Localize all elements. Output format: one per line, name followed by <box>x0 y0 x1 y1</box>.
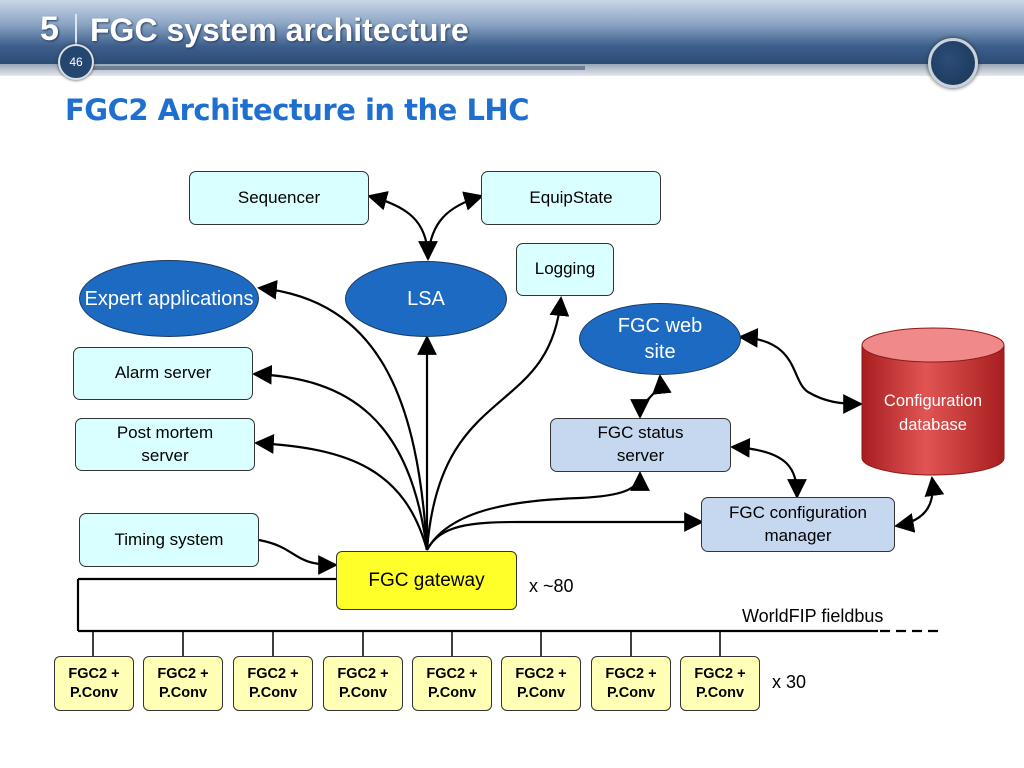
arrow-gateway-alarm <box>252 364 429 551</box>
corner-decoration-dot <box>928 38 978 88</box>
configuration-database-cylinder <box>861 327 1005 476</box>
fgc2-unit-6: FGC2 + P.Conv <box>501 656 581 711</box>
arrow-gateway-logging <box>425 296 570 551</box>
lsa-ellipse: LSA <box>345 261 507 337</box>
fgc2-unit-3: FGC2 + P.Conv <box>233 656 313 711</box>
arrow-gateway-status <box>426 471 650 551</box>
arrow-timing-gateway <box>258 538 338 575</box>
fieldbus-label: WorldFIP fieldbus <box>742 606 884 626</box>
arrow-status-configmgr <box>730 438 807 499</box>
section-title: FGC system architecture <box>90 12 469 48</box>
fgc2-unit-1: FGC2 + P.Conv <box>54 656 134 711</box>
arrow-website-status <box>630 374 672 419</box>
arrow-website-database <box>738 328 863 414</box>
fgc2-unit-8: FGC2 + P.Conv <box>680 656 760 711</box>
fgc2-multiplicity-label: x 30 <box>772 672 807 692</box>
fgc-configuration-manager-box: FGC configuration manager <box>701 497 895 552</box>
alarm-server-box: Alarm server <box>73 347 253 400</box>
fgc-gateway-box: FGC gateway <box>336 551 517 610</box>
gateway-multiplicity-label: x ~80 <box>529 576 574 596</box>
fgc2-unit-2: FGC2 + P.Conv <box>143 656 223 711</box>
arrow-configmgr-database <box>894 476 945 533</box>
section-separator <box>75 14 77 48</box>
fgc2-unit-7: FGC2 + P.Conv <box>591 656 671 711</box>
fieldbus-drops <box>92 631 721 656</box>
fgc-status-server-box: FGC status server <box>550 418 731 472</box>
fgc-web-site-ellipse: FGC web site <box>579 303 741 375</box>
slide-header <box>0 0 1024 66</box>
header-underline <box>60 66 585 70</box>
section-number: 5 <box>40 10 59 48</box>
page-number-badge: 46 <box>58 44 94 80</box>
slide-title: FGC2 Architecture in the LHC <box>65 93 529 127</box>
arrow-gateway-expert <box>257 279 429 551</box>
configuration-database-label: Configuration database <box>883 392 983 434</box>
fgc2-unit-4: FGC2 + P.Conv <box>323 656 403 711</box>
arrow-equipstate-lsa <box>426 191 484 260</box>
arrow-gateway-postmortem <box>254 434 429 551</box>
arrow-sequencer-lsa <box>367 191 438 261</box>
arrow-gateway-configmgr <box>426 512 704 551</box>
fgc2-unit-5: FGC2 + P.Conv <box>412 656 492 711</box>
logging-box: Logging <box>516 243 614 296</box>
sequencer-box: Sequencer <box>189 171 369 225</box>
equipstate-box: EquipState <box>481 171 661 225</box>
post-mortem-server-box: Post mortem server <box>75 418 255 471</box>
expert-applications-ellipse: Expert applications <box>79 260 259 337</box>
timing-system-box: Timing system <box>79 513 259 567</box>
